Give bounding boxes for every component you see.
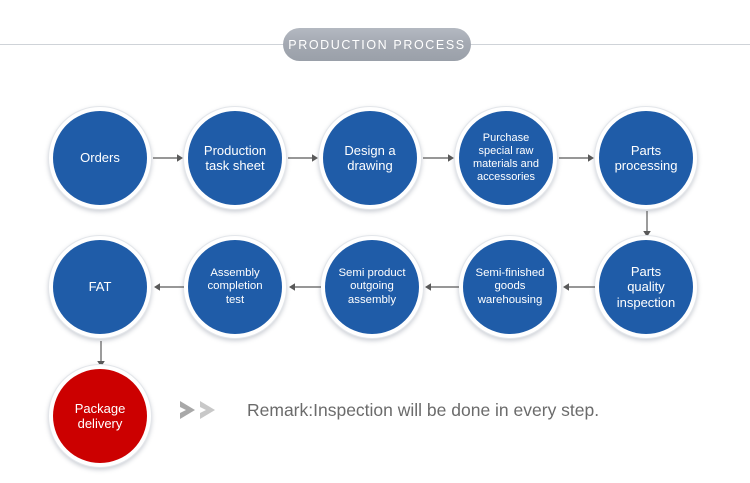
banner-pill: PRODUCTION PROCESS (283, 28, 471, 61)
node-disc: Orders (53, 111, 147, 205)
arrow-orders-to-production-task-sheet (153, 150, 184, 166)
header-rule-right (460, 44, 750, 45)
node-fat[interactable]: FAT (48, 235, 152, 339)
arrow-production-task-sheet-to-design-a-drawing (288, 150, 319, 166)
header-band (0, 30, 750, 60)
arrow-assembly-completion-test-to-fat (154, 279, 184, 295)
header-rule-left (0, 44, 290, 45)
arrow-semi-finished-goods-warehousing-to-semi-product-outgoing-assembly (425, 279, 459, 295)
remark-row: Remark:Inspection will be done in every … (178, 392, 599, 428)
arrow-semi-product-outgoing-assembly-to-assembly-completion-test (289, 279, 321, 295)
node-label: FAT (88, 279, 112, 295)
arrow-parts-processing-to-parts-quality-inspection (639, 211, 655, 238)
arrow-purchase-materials-to-parts-processing (559, 150, 595, 166)
remark-text: Remark:Inspection will be done in every … (247, 399, 600, 420)
arrow-parts-quality-inspection-to-semi-finished-goods-warehousing (563, 279, 595, 295)
node-label: Orders (80, 150, 120, 166)
arrow-design-a-drawing-to-purchase-materials (423, 150, 455, 166)
page-title: PRODUCTION PROCESS (288, 37, 466, 52)
node-disc: FAT (53, 240, 147, 334)
double-chevron-right-icon (180, 401, 215, 419)
node-orders[interactable]: Orders (48, 106, 152, 210)
